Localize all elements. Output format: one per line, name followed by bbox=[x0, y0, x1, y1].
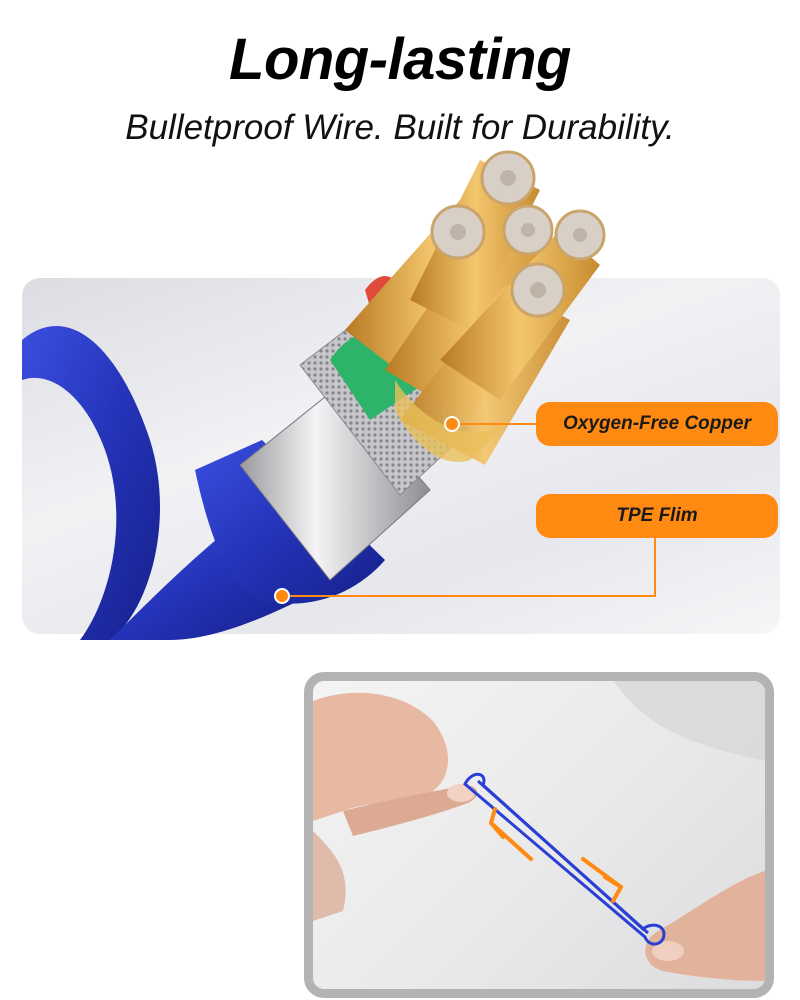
tpe-pointer-dot bbox=[274, 588, 290, 604]
cable-cross-section-illustration bbox=[22, 150, 656, 640]
blue-cable-jacket bbox=[22, 326, 161, 640]
left-hand bbox=[313, 692, 448, 821]
tpe-film-callout: TPE Flim bbox=[536, 494, 778, 538]
subheadline: Bulletproof Wire. Built for Durability. bbox=[125, 108, 675, 147]
stretch-arrows bbox=[489, 807, 623, 903]
copper-pointer-dot bbox=[444, 416, 460, 432]
stretch-test-illustration bbox=[313, 681, 765, 981]
stretch-test-photo bbox=[304, 672, 774, 998]
metal-connector-sleeve bbox=[239, 384, 431, 581]
tpe-leader-line bbox=[282, 538, 656, 597]
thin-blue-cable bbox=[463, 772, 666, 946]
right-hand bbox=[645, 871, 765, 981]
headline: Long-lasting bbox=[229, 27, 571, 92]
oxygen-free-copper-callout: Oxygen-Free Copper bbox=[536, 402, 778, 446]
